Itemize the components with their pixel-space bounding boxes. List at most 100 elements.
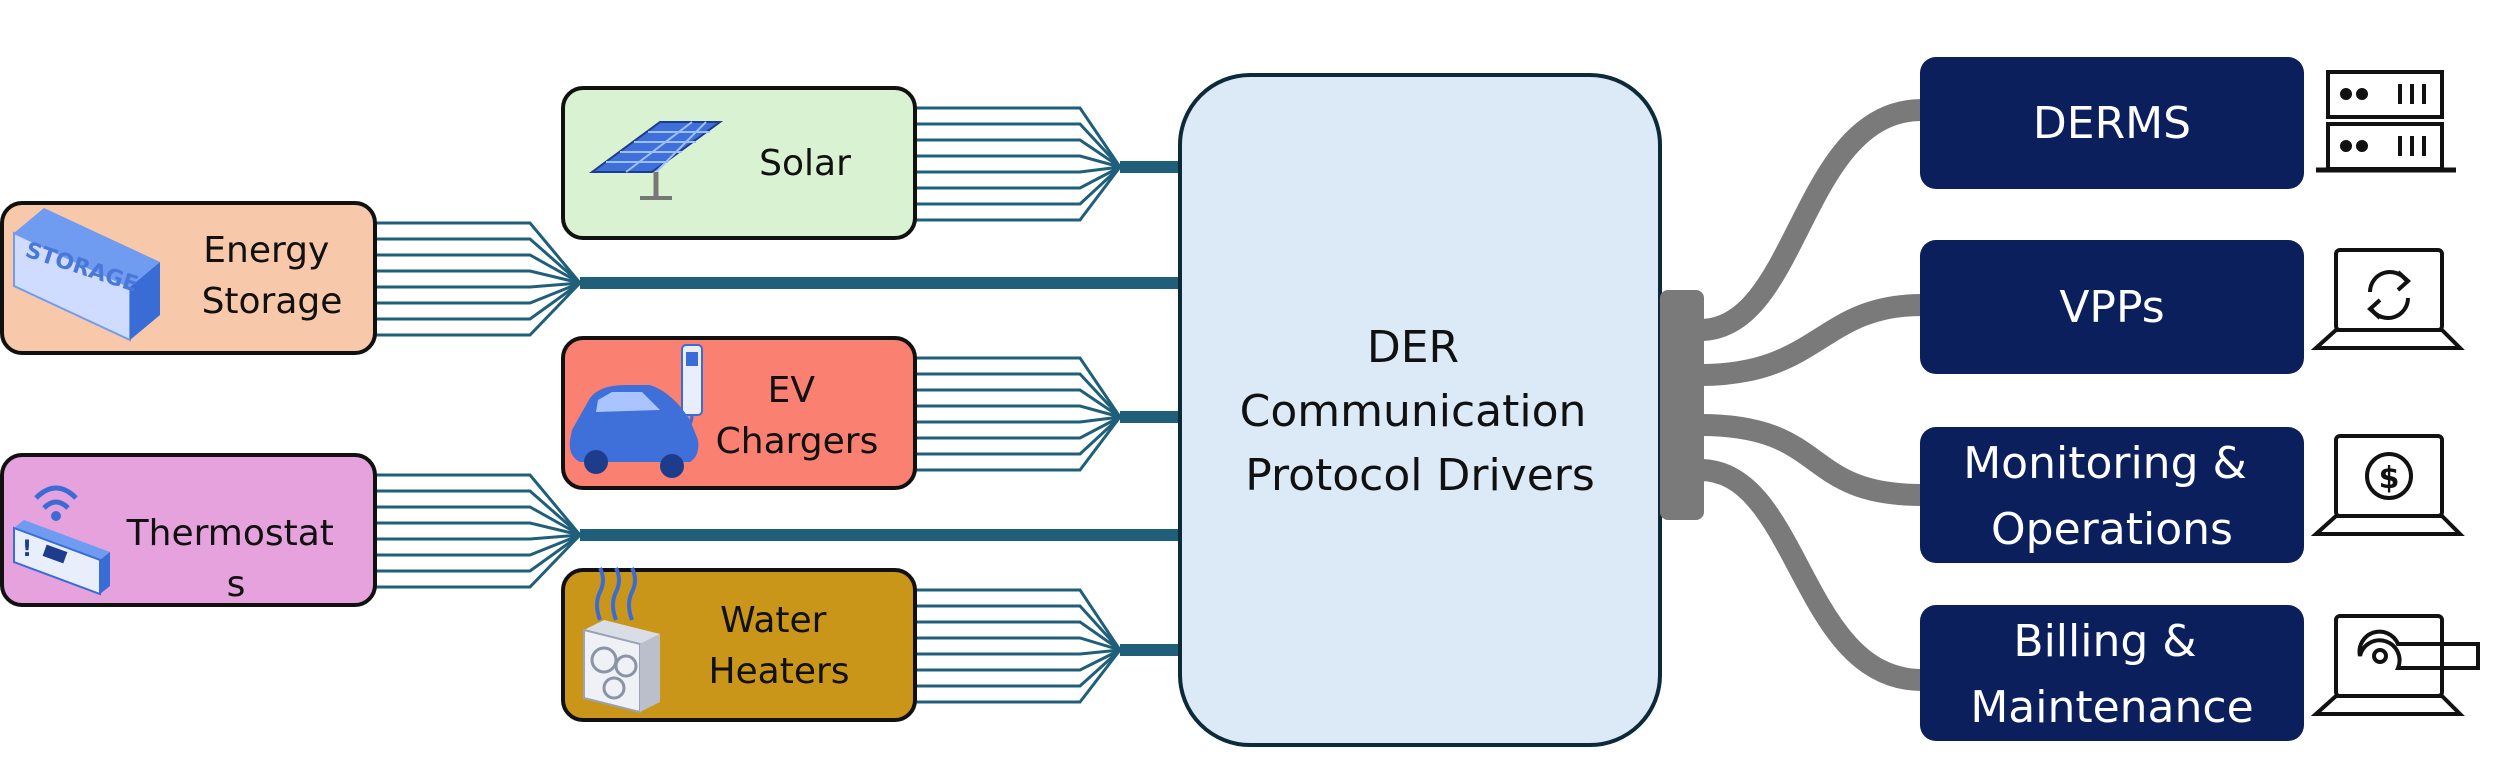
wire-strand [915,636,1121,652]
wire-strand [375,281,582,337]
system-node-billing-maintenance: Billing & Maintenance [1920,605,2480,741]
wire-strand [915,604,1122,652]
laptop-wrench-icon [2310,614,2480,716]
monitoring-operations-label-line-2: Operations [1991,504,2233,555]
wire-strand [375,521,581,537]
wire-strand [915,356,1122,418]
wire-strand [915,588,1122,651]
wire-strand [915,415,1121,424]
wire-strand [915,649,1122,704]
smart-thermostat-icon: ! [13,485,110,596]
wire-strand [915,106,1122,168]
wire-bundle-thermostats [375,473,1182,589]
wire-bundle-ev-chargers [915,356,1182,472]
ev-chargers-label-line-1: EV [768,370,816,411]
source-node-ev-chargers: EV Chargers [561,336,917,490]
solar-panel-icon [588,121,724,200]
svg-text:VPPs: VPPs [2059,282,2164,333]
ev-chargers-label-line-2: Chargers [716,421,879,462]
svg-text:$: $ [2379,461,2400,496]
hub-label-line-3: Protocol Drivers [1245,450,1595,501]
billing-maintenance-label-line-1: Billing & [2013,616,2196,667]
wire-strand [915,154,1121,169]
vpps-label: VPPs [2059,282,2164,333]
svg-text:Water Heaters: Water Heaters [708,600,849,692]
cable-billing-maintenance [1699,459,1923,691]
wire-strand [915,648,1122,688]
svg-text:EV Chargers: EV Chargers [716,370,879,462]
hub-node: DER Communication Protocol Drivers [1178,73,1704,747]
source-wire-bundles [375,106,1182,704]
wire-strand [375,281,581,289]
hub-label-line-1: DER [1367,322,1459,373]
wire-strand [915,404,1121,419]
water-heater-icon [583,567,660,714]
svg-text:Billing & Maintenance: Billing & Maintenance [1970,616,2253,733]
wire-strand [375,221,582,284]
wire-strand [375,533,581,557]
svg-text:Thermostat s: Thermostat s [126,513,346,605]
cable-monitoring-operations [1699,414,1923,506]
wire-strand [375,269,581,285]
svg-text:DERMS: DERMS [2033,98,2191,149]
system-node-vpps: VPPs [1920,240,2465,374]
laptop-dollar-icon: $ [2310,434,2465,536]
wire-bundle-solar [915,106,1182,222]
wire-strand [915,166,1122,222]
wire-bundle-water-heaters [915,588,1182,704]
wire-bundle-energy-storage [375,221,1182,337]
cable-derms [1699,99,1923,341]
wire-strand [375,489,581,537]
wire-strand [375,473,582,536]
svg-text:DER Communication: DER Communication Protocol Drivers [1240,322,1601,501]
water-heaters-label-line-2: Heaters [708,651,849,692]
energy-storage-label-line-2: Storage [202,281,343,322]
wire-strand [375,533,582,589]
source-node-energy-storage: STORAGE Energy Storage [0,201,377,355]
hub-connector [1660,290,1704,520]
water-heaters-label-line-1: Water [720,600,827,641]
svg-text:!: ! [22,537,32,562]
svg-text:Energy Storage: Energy Storage [202,230,343,322]
source-node-thermostats: ! Thermostat s [0,453,377,607]
wire-strand [375,533,581,541]
wire-strand [375,281,581,305]
wire-strand [915,620,1121,652]
svg-text:Solar: Solar [759,143,851,184]
wire-strand [375,253,581,285]
wire-strand [375,281,581,321]
solar-label: Solar [759,143,851,184]
system-node-derms: DERMS [1920,57,2456,189]
system-cables [1699,99,1923,691]
wire-strand [375,533,581,573]
ev-car-charger-icon [569,344,703,478]
source-node-solar: Solar [561,86,917,240]
energy-storage-label-line-1: Energy [203,230,329,271]
cable-vpps [1699,294,1923,386]
wire-strand [915,648,1121,656]
wire-strand [375,505,581,537]
wire-strand [915,416,1122,472]
wire-strand [915,415,1121,440]
thermostats-label-line-2: s [227,564,246,605]
system-node-monitoring-operations: Monitoring & Operations $ [1920,427,2465,563]
derms-label: DERMS [2033,98,2191,149]
wire-strand [915,372,1122,419]
wire-strand [915,122,1122,169]
monitoring-operations-label-line-1: Monitoring & [1963,438,2247,489]
wire-strand [915,138,1121,169]
hub-label-line-2: Communication [1240,386,1587,437]
billing-maintenance-label-line-2: Maintenance [1970,682,2253,733]
laptop-sync-icon [2310,248,2465,350]
source-node-water-heaters: Water Heaters [561,567,917,722]
wire-strand [915,165,1122,206]
wire-strand [375,237,581,285]
wire-strand [915,165,1121,174]
wire-strand [915,165,1121,190]
wire-strand [915,415,1122,456]
wire-strand [915,388,1121,419]
wire-strand [915,648,1121,672]
thermostats-label-line-1: Thermostat [126,513,334,554]
server-rack-icon [2316,70,2456,173]
